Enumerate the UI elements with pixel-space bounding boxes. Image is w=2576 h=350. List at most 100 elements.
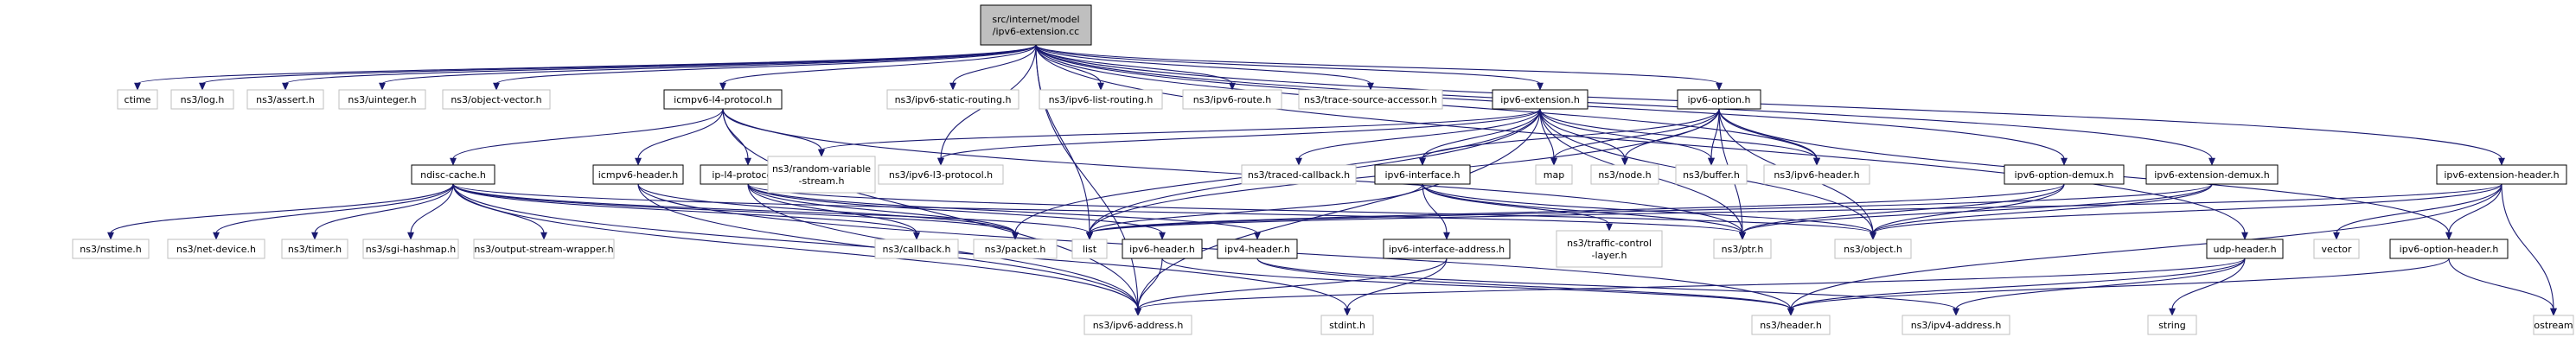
edge-extHdr-to-ohdr (2445, 183, 2502, 240)
node-icmpHdr[interactable]: icmpv6-header.h (592, 164, 684, 185)
edge-ohdr-to-ostream (2448, 258, 2557, 316)
node-box (1590, 164, 1659, 185)
node-label: vector (2322, 244, 2352, 255)
node-opt[interactable]: ipv6-option.h (1677, 89, 1761, 110)
node-label: ns3/timer.h (288, 244, 342, 255)
node-label: ipv6-extension.h (1500, 94, 1580, 105)
node-v6h[interactable]: ipv6-header.h (1122, 239, 1203, 259)
edge-ext-to-rand (818, 108, 1541, 157)
node-box (167, 239, 265, 259)
node-ptr[interactable]: ns3/ptr.h (1713, 239, 1772, 259)
node-hdr[interactable]: ns3/header.h (1751, 315, 1831, 335)
node-label: ns3/ipv4-address.h (1911, 320, 2002, 331)
node-string[interactable]: string (2147, 315, 2197, 335)
node-udp[interactable]: udp-header.h (2206, 239, 2284, 259)
node-ifaddr[interactable]: ipv6-interface-address.h (1383, 239, 1511, 259)
node-label: ns3/random-variable (772, 163, 871, 175)
node-tcl[interactable]: ns3/traffic-control-layer.h (1556, 230, 1663, 268)
node-iface[interactable]: ipv6-interface.h (1374, 164, 1471, 185)
node-trsa[interactable]: ns3/trace-source-accessor.h (1298, 89, 1443, 110)
node-label: icmpv6-header.h (598, 169, 679, 181)
node-odemux[interactable]: ipv6-option-demux.h (2004, 164, 2125, 185)
node-uinteger[interactable]: ns3/uinteger.h (338, 89, 426, 110)
edge-extHdr-to-list (1086, 183, 2502, 240)
edge-icmp-to-icmpHdr (635, 108, 724, 166)
node-label: ndisc-cache.h (420, 169, 486, 181)
edge-iface-to-tcl (1422, 183, 1613, 232)
node-netdev[interactable]: ns3/net-device.h (167, 239, 265, 259)
node-label: ns3/ipv6-route.h (1193, 94, 1271, 105)
node-tcb[interactable]: ns3/traced-callback.h (1241, 164, 1357, 185)
node-v6addr[interactable]: ns3/ipv6-address.h (1083, 315, 1192, 335)
node-assert[interactable]: ns3/assert.h (246, 89, 324, 110)
node-ostream[interactable]: ostream (2533, 315, 2574, 335)
node-ohdr[interactable]: ipv6-option-header.h (2389, 239, 2509, 259)
node-vector[interactable]: vector (2313, 239, 2360, 259)
node-box (2436, 164, 2567, 185)
node-stdint[interactable]: stdint.h (1320, 315, 1374, 335)
node-ctime[interactable]: ctime (117, 89, 158, 110)
node-label: ns3/buffer.h (1683, 169, 1740, 181)
node-ext[interactable]: ipv6-extension.h (1492, 89, 1588, 110)
node-box (767, 156, 876, 194)
node-map[interactable]: map (1535, 164, 1573, 185)
node-box (2389, 239, 2509, 259)
edge-ext-to-iface (1419, 108, 1541, 166)
node-static[interactable]: ns3/ipv6-static-routing.h (886, 89, 1020, 110)
node-box (1122, 239, 1203, 259)
node-buf[interactable]: ns3/buffer.h (1675, 164, 1748, 185)
node-icmp[interactable]: icmpv6-l4-protocol.h (663, 89, 783, 110)
edge-ext-to-tcb (1295, 108, 1541, 166)
node-ndisc[interactable]: ndisc-cache.h (411, 164, 495, 185)
node-v4addr[interactable]: ns3/ipv4-address.h (1902, 315, 2010, 335)
edge-root-to-log (199, 44, 1037, 91)
edge-ndisc-to-sgi (407, 183, 454, 240)
edge-v6h-to-hdr (1161, 258, 1794, 316)
node-osw[interactable]: ns3/output-stream-wrapper.h (473, 239, 615, 259)
node-label: ns3/ipv6-l3-protocol.h (889, 169, 993, 181)
node-rand[interactable]: ns3/random-variable-stream.h (767, 156, 876, 194)
node-extHdr[interactable]: ipv6-extension-header.h (2436, 164, 2567, 185)
node-nodeh[interactable]: ns3/node.h (1590, 164, 1659, 185)
edge-ndisc-to-netdev (213, 183, 454, 240)
edge-root-to-opt (1035, 44, 1723, 91)
node-box (1383, 239, 1511, 259)
edge-root-to-icmp (719, 44, 1037, 91)
node-objvec[interactable]: ns3/object-vector.h (442, 89, 551, 110)
node-nstime[interactable]: ns3/nstime.h (72, 239, 150, 259)
node-box (878, 164, 1004, 185)
node-box (117, 89, 158, 110)
node-root[interactable]: src/internet/model/ipv6-extension.cc (980, 4, 1092, 46)
node-obj[interactable]: ns3/object.h (1834, 239, 1912, 259)
node-cb[interactable]: ns3/callback.h (874, 239, 959, 259)
node-box (2147, 315, 2197, 335)
node-v6hdr[interactable]: ns3/ipv6-header.h (1763, 164, 1870, 185)
node-listr[interactable]: ns3/ipv6-list-routing.h (1039, 89, 1163, 110)
node-label: ns3/object-vector.h (451, 94, 541, 105)
node-box (1217, 239, 1298, 259)
node-label: ns3/ptr.h (1722, 244, 1764, 255)
node-pkt[interactable]: ns3/packet.h (973, 239, 1058, 259)
node-log[interactable]: ns3/log.h (170, 89, 234, 110)
node-label: ns3/packet.h (985, 244, 1046, 255)
node-box (1492, 89, 1588, 110)
node-box (442, 89, 551, 110)
node-edemux[interactable]: ipv6-extension-demux.h (2145, 164, 2279, 185)
node-sgi[interactable]: ns3/sgi-hashmap.h (362, 239, 459, 259)
node-box (1763, 164, 1870, 185)
node-box (1298, 89, 1443, 110)
node-label: ns3/callback.h (883, 244, 951, 255)
edge-root-to-udp (1035, 44, 2248, 240)
node-box (72, 239, 150, 259)
node-route[interactable]: ns3/ipv6-route.h (1182, 89, 1282, 110)
node-label: ostream (2534, 320, 2573, 331)
node-label: ipv6-option-header.h (2400, 244, 2499, 255)
node-label: ipv6-header.h (1129, 244, 1195, 255)
node-l3[interactable]: ns3/ipv6-l3-protocol.h (878, 164, 1004, 185)
node-timer[interactable]: ns3/timer.h (281, 239, 348, 259)
edge-ext-to-v6addr (1135, 108, 1541, 316)
edge-udp-to-v4addr (1953, 258, 2246, 316)
node-list[interactable]: list (1071, 239, 1108, 259)
node-v4h[interactable]: ipv4-header.h (1217, 239, 1298, 259)
node-label: ns3/ipv6-list-routing.h (1049, 94, 1154, 105)
